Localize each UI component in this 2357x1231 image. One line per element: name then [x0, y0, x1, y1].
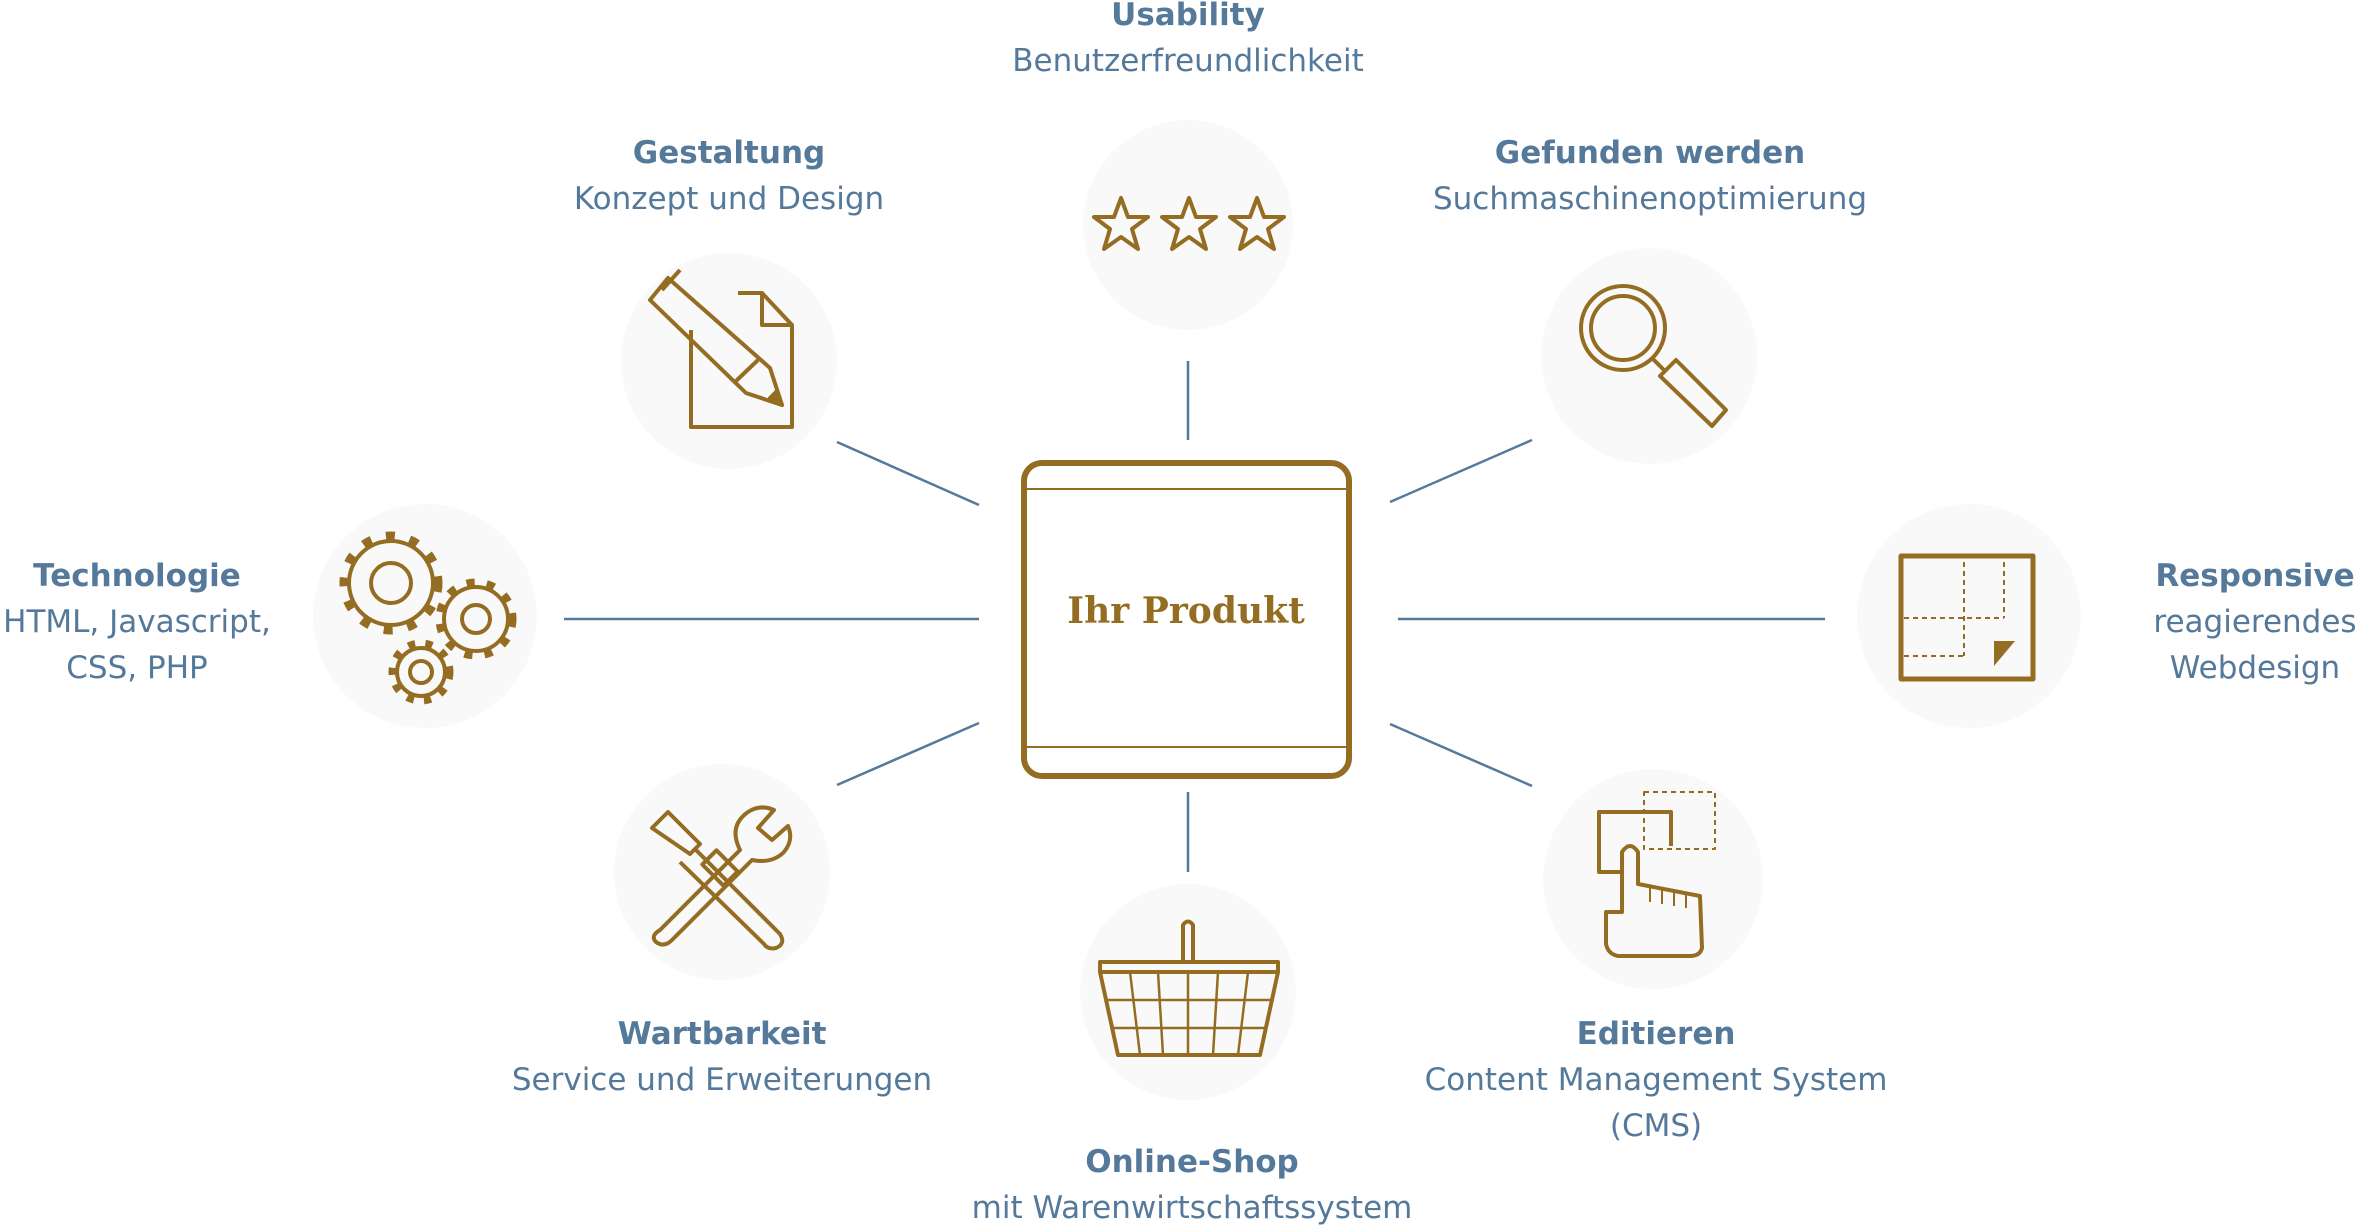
node-subtitle: Suchmaschinenoptimierung [1432, 181, 1868, 217]
node-line1: Content Management System [1424, 1062, 1888, 1098]
line-editieren [1389, 722, 1533, 788]
responsive-layout-icon [1898, 553, 2036, 682]
node-line1: reagierendes [2153, 604, 2357, 640]
node-subtitle: Konzept und Design [573, 181, 885, 217]
node-title: Responsive [2155, 558, 2355, 594]
node-title: Usability [1111, 0, 1265, 33]
node-line2: CSS, PHP [66, 650, 208, 686]
node-line1: HTML, Javascript, [3, 604, 271, 640]
node-title: Editieren [1576, 1016, 1736, 1052]
node-line2: (CMS) [1609, 1108, 1703, 1144]
node-usability: Usability Benutzerfreundlichkeit [1012, 0, 1364, 84]
product-box [1021, 460, 1352, 779]
basket-icon [1098, 919, 1280, 1057]
node-subtitle: mit Warenwirtschaftssystem [971, 1190, 1413, 1226]
hand-edit-icon [1597, 791, 1716, 958]
node-technologie: Technologie HTML, Javascript, CSS, PHP [3, 553, 271, 691]
node-editieren: Editieren Content Management System (CMS… [1425, 1011, 1888, 1149]
node-wartbarkeit: Wartbarkeit Service und Erweiterungen [512, 1011, 932, 1103]
gears-icon [339, 531, 517, 705]
stars-icon [1092, 196, 1286, 251]
node-subtitle: Service und Erweiterungen [511, 1062, 933, 1098]
node-line2: Webdesign [2169, 650, 2341, 686]
node-responsive: Responsive reagierendes Webdesign [2153, 553, 2356, 691]
node-shop: Online-Shop mit Warenwirtschaftssystem [972, 1139, 1413, 1231]
node-title: Technologie [33, 558, 241, 594]
line-gestaltung [836, 440, 980, 507]
product-title: Ihr Produkt [1067, 590, 1305, 632]
node-title: Gestaltung [632, 135, 826, 171]
node-title: Online-Shop [1085, 1144, 1299, 1180]
connector-lines [564, 361, 1825, 872]
node-subtitle: Benutzerfreundlichkeit [1012, 43, 1364, 79]
node-gefunden: Gefunden werden Suchmaschinenoptimierung [1433, 130, 1867, 222]
node-title: Wartbarkeit [617, 1016, 827, 1052]
node-title: Gefunden werden [1494, 135, 1806, 171]
line-wartbarkeit [836, 721, 980, 787]
magnifier-icon [1579, 284, 1728, 428]
node-gestaltung: Gestaltung Konzept und Design [574, 130, 884, 222]
line-gefunden [1389, 438, 1533, 504]
tools-icon [650, 805, 793, 951]
pencil-document-icon [648, 268, 794, 429]
